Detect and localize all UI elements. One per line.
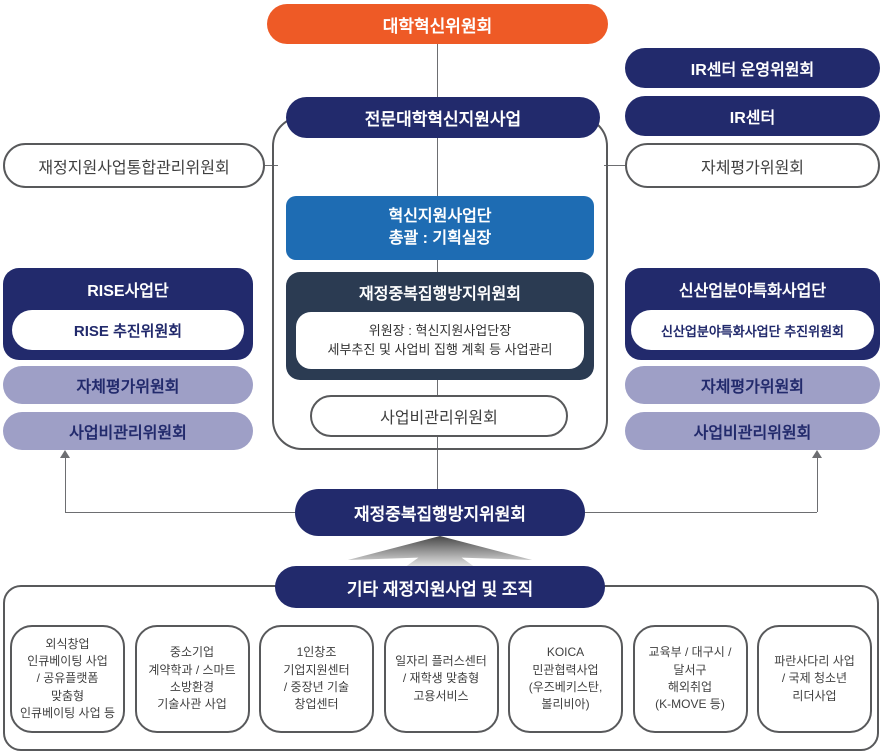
connector-center-4 bbox=[437, 437, 438, 489]
program-box-one-person-startup-center: 1인창조 기업지원센터 / 중장년 기술 창업센터 bbox=[259, 625, 374, 733]
program-box-row: 외식창업 인큐베이팅 사업 / 공유플랫폼 맞춤형 인큐베이팅 사업 등 중소기… bbox=[10, 625, 872, 733]
program-box-blue-ladder: 파란사다리 사업 / 국제 청소년 리더사업 bbox=[757, 625, 872, 733]
connector-bottom-left-vertical bbox=[65, 458, 66, 512]
new-industry-group-node: 신산업분야특화사업단 신산업분야특화사업단 추진위원회 bbox=[625, 268, 880, 360]
connector-bottom-left-horizontal bbox=[65, 512, 295, 513]
connector-center-1 bbox=[437, 138, 438, 196]
duplicate-prevention-hub-node: 재정중복집행방지위원회 bbox=[295, 489, 585, 536]
new-industry-title: 신산업분야특화사업단 bbox=[678, 283, 827, 300]
connector-center-2 bbox=[437, 260, 438, 272]
rise-self-evaluation-committee-node: 자체평가위원회 bbox=[3, 366, 253, 404]
program-box-food-startup-incubating: 외식창업 인큐베이팅 사업 / 공유플랫폼 맞춤형 인큐베이팅 사업 등 bbox=[10, 625, 125, 733]
new-industry-budget-management-committee-node: 사업비관리위원회 bbox=[625, 412, 880, 450]
rise-title: RISE사업단 bbox=[87, 283, 169, 300]
arrow-up-right-icon bbox=[812, 450, 822, 458]
gray-arrow-pedestal-icon bbox=[347, 536, 533, 566]
connector-bottom-right-horizontal bbox=[585, 512, 817, 513]
other-programs-title-node: 기타 재정지원사업 및 조직 bbox=[275, 566, 605, 608]
new-industry-promotion-committee-node: 신산업분야특화사업단 추진위원회 bbox=[631, 310, 874, 350]
connector-bottom-right-vertical bbox=[817, 458, 818, 512]
rise-project-group-node: RISE사업단 RISE 추진위원회 bbox=[3, 268, 253, 360]
integrated-management-committee-node: 재정지원사업통합관리위원회 bbox=[3, 143, 265, 188]
rise-budget-management-committee-node: 사업비관리위원회 bbox=[3, 412, 253, 450]
connector-right-horizontal bbox=[604, 165, 629, 166]
dup-prevention-title: 재정중복집행방지위원회 bbox=[359, 286, 521, 303]
university-innovation-committee-node: 대학혁신위원회 bbox=[267, 4, 608, 44]
program-box-koica-cooperation: KOICA 민관협력사업 (우즈베키스탄, 볼리비아) bbox=[508, 625, 623, 733]
innovation-support-team-node: 혁신지원사업단 총괄 : 기획실장 bbox=[286, 196, 594, 260]
program-box-overseas-employment: 교육부 / 대구시 / 달서구 해외취업 (K-MOVE 등) bbox=[632, 625, 748, 733]
program-box-job-plus-center: 일자리 플러스센터 / 재학생 맞춤형 고용서비스 bbox=[383, 625, 499, 733]
connector-left-horizontal bbox=[258, 165, 278, 166]
duplicate-execution-prevention-committee-node: 재정중복집행방지위원회 위원장 : 혁신지원사업단장 세부추진 및 사업비 집행… bbox=[286, 272, 594, 380]
ir-center-steering-committee-node: IR센터 운영위원회 bbox=[625, 48, 880, 88]
ir-self-evaluation-committee-node: 자체평가위원회 bbox=[625, 143, 880, 188]
connector-top-vertical bbox=[437, 44, 438, 97]
college-innovation-program-node: 전문대학혁신지원사업 bbox=[286, 97, 600, 138]
program-box-sme-contract-dept: 중소기업 계약학과 / 스마트 소방환경 기술사관 사업 bbox=[134, 625, 250, 733]
arrow-up-left-icon bbox=[60, 450, 70, 458]
ir-center-node: IR센터 bbox=[625, 96, 880, 136]
budget-management-committee-center-node: 사업비관리위원회 bbox=[310, 395, 568, 437]
rise-promotion-committee-node: RISE 추진위원회 bbox=[12, 310, 244, 350]
connector-center-3 bbox=[437, 380, 438, 395]
dup-prevention-detail: 위원장 : 혁신지원사업단장 세부추진 및 사업비 집행 계획 등 사업관리 bbox=[296, 312, 584, 369]
new-industry-self-evaluation-committee-node: 자체평가위원회 bbox=[625, 366, 880, 404]
